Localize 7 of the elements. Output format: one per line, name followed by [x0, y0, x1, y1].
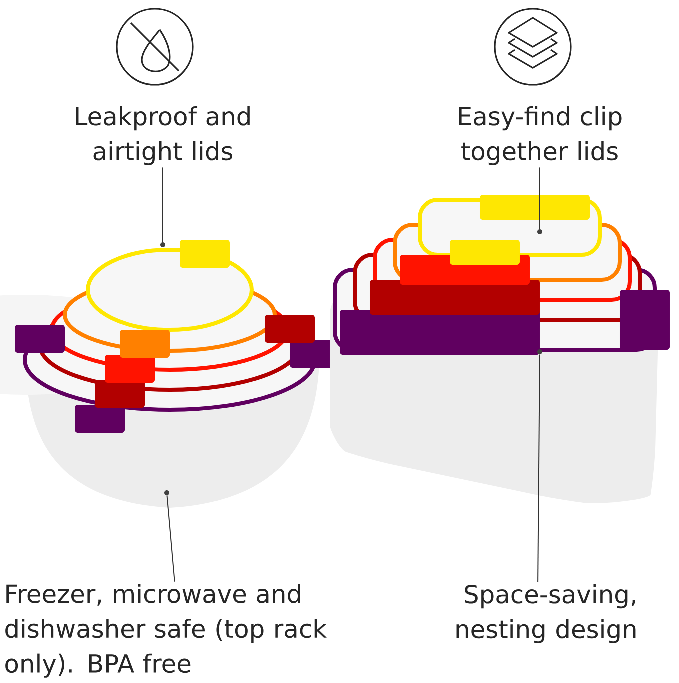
callout-text: Easy-find clip together lids [459, 106, 622, 166]
callout-text: Freezer, microwave and dishwasher safe (top rack only). BPA free [6, 584, 327, 678]
leader-line [538, 354, 540, 583]
callout-text: Leakproof and airtight lids [76, 106, 250, 166]
leader-line [166, 495, 176, 582]
callout-text: Space-saving, nesting design [456, 584, 636, 644]
leader-line [162, 167, 164, 243]
